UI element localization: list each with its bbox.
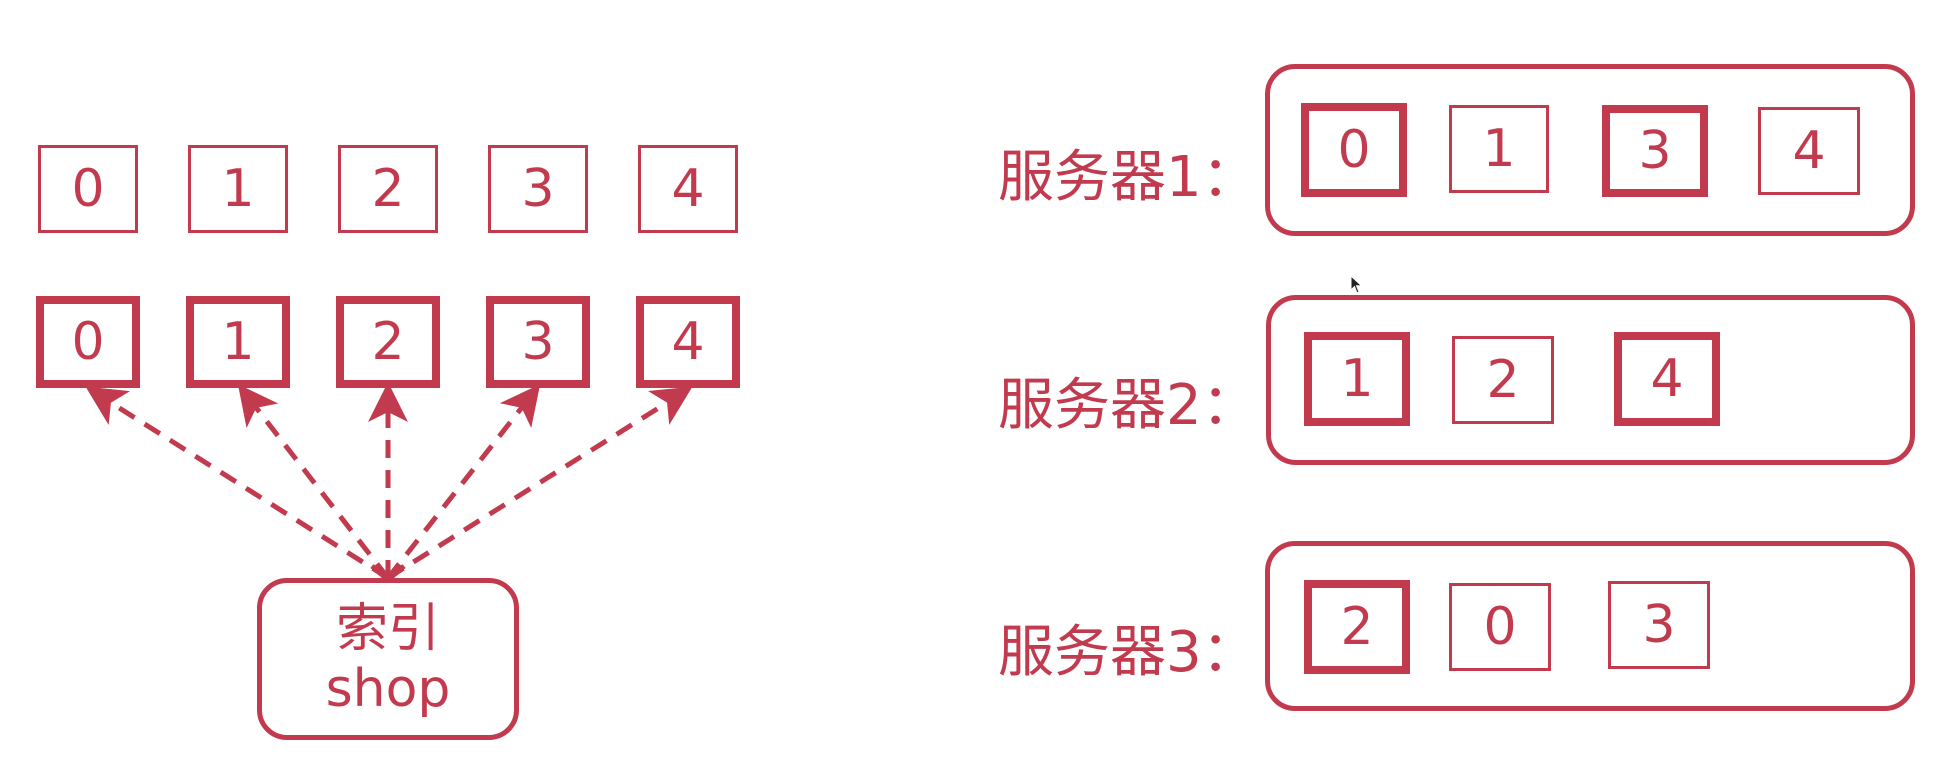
shard-label: 3 [1642, 595, 1676, 655]
server-1-shard-1: 1 [1449, 105, 1549, 193]
shard-label: 0 [1483, 597, 1517, 657]
bottom-shard-box-2: 2 [336, 296, 440, 388]
shard-label: 2 [371, 159, 405, 219]
shard-label: 3 [521, 312, 555, 372]
server-3-frame [1265, 541, 1915, 711]
server-2-label: 服务器2： [998, 373, 1258, 438]
index-label: 索引 [335, 599, 440, 659]
shard-label: 1 [221, 159, 255, 219]
bottom-shard-box-3: 3 [486, 296, 590, 388]
shard-label: 2 [1340, 597, 1374, 657]
bottom-shard-box-0: 0 [36, 296, 140, 388]
server-2-shard-4: 4 [1614, 332, 1720, 426]
server-1-shard-4: 4 [1758, 107, 1860, 195]
shard-label: 0 [1337, 120, 1371, 180]
shard-label: 0 [71, 159, 105, 219]
bottom-shard-box-4: 4 [636, 296, 740, 388]
arrow-to-shard-4 [386, 386, 693, 581]
shard-label: 4 [1792, 121, 1826, 181]
shard-label: 4 [671, 159, 705, 219]
shard-label: 4 [671, 312, 705, 372]
server-1-label: 服务器1： [998, 145, 1258, 210]
bottom-shard-box-1: 1 [186, 296, 290, 388]
top-shard-box-4: 4 [638, 145, 738, 233]
top-shard-box-0: 0 [38, 145, 138, 233]
server-2-shard-1: 1 [1304, 332, 1410, 426]
shard-label: 0 [71, 312, 105, 372]
shard-label: 4 [1650, 349, 1684, 409]
server-1-shard-3: 3 [1602, 105, 1708, 197]
arrow-to-shard-1 [237, 384, 390, 580]
top-shard-box-2: 2 [338, 145, 438, 233]
shard-label: 3 [1638, 121, 1672, 181]
shard-label: 1 [1340, 349, 1374, 409]
index-name: shop [325, 659, 451, 719]
mouse-cursor-icon [1350, 275, 1363, 294]
server-2-shard-2: 2 [1452, 336, 1554, 424]
shard-label: 2 [371, 312, 405, 372]
server-3-label: 服务器3： [998, 620, 1258, 685]
server-3-shard-0: 0 [1449, 583, 1551, 671]
top-shard-box-3: 3 [488, 145, 588, 233]
shard-label: 1 [221, 312, 255, 372]
server-1-frame [1265, 64, 1915, 236]
arrow-to-shard-0 [85, 386, 390, 581]
server-3-shard-3: 3 [1608, 581, 1710, 669]
server-2-frame [1266, 295, 1915, 465]
arrow-to-shard-3 [386, 384, 541, 580]
shard-label: 2 [1486, 350, 1520, 410]
server-3-shard-2: 2 [1304, 580, 1410, 674]
server-1-shard-0: 0 [1301, 103, 1407, 197]
shard-label: 1 [1482, 119, 1516, 179]
index-shop-box: 索引 shop [257, 578, 519, 740]
shard-label: 3 [521, 159, 555, 219]
top-shard-box-1: 1 [188, 145, 288, 233]
